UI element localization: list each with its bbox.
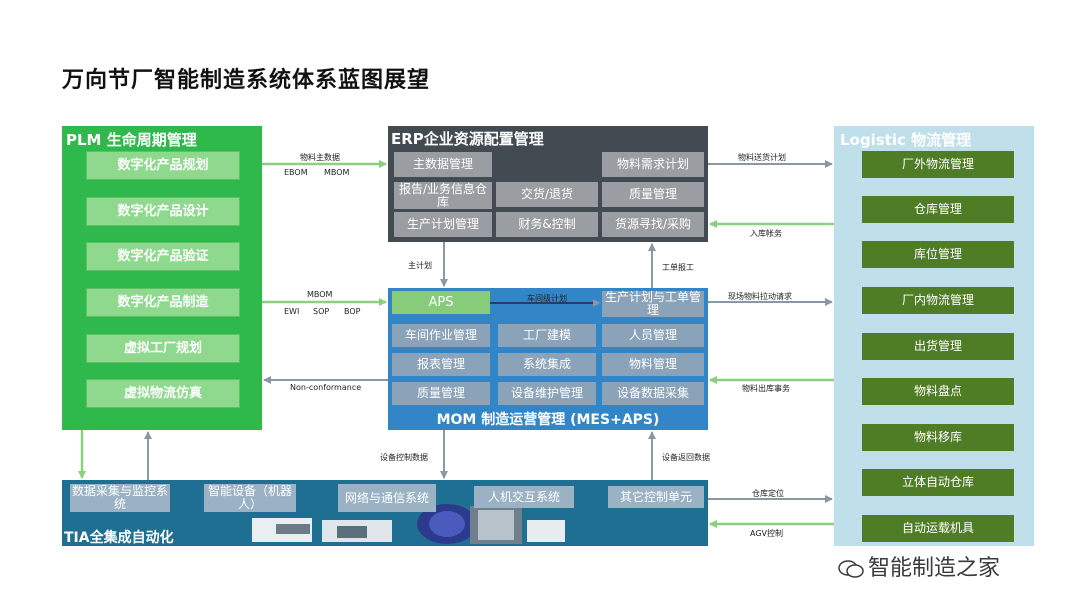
mom-title: MOM 制造运营管理 (MES+APS): [436, 412, 660, 428]
watermark-text: 智能制造之家: [868, 556, 1001, 581]
mom-cell[interactable]: 设备数据采集: [602, 382, 704, 405]
label-nonconformance: Non-conformance: [290, 383, 362, 392]
erp-panel: ERP企业资源配置管理 主数据管理 物料需求计划 报告/业务信息仓库 交货/退货…: [388, 126, 708, 242]
erp-cell[interactable]: 生产计划管理: [394, 212, 492, 237]
label-storage-location: 仓库定位: [752, 489, 784, 498]
tia-cell[interactable]: 网络与通信系统: [338, 484, 436, 512]
label-device-return: 设备返回数据: [662, 453, 710, 462]
plm-title: PLM 生命周期管理: [66, 131, 197, 149]
logistic-item[interactable]: 立体自动仓库: [862, 469, 1014, 496]
logistic-item[interactable]: 厂外物流管理: [862, 151, 1014, 178]
plm-item[interactable]: 虚拟工厂规划: [86, 334, 240, 363]
logistic-panel: Logistic 物流管理 厂外物流管理 仓库管理 库位管理 厂内物流管理 出货…: [834, 126, 1034, 546]
label-delivery-plan: 物料送货计划: [738, 153, 786, 162]
watermark: 智能制造之家: [838, 550, 1000, 582]
erp-title: ERP企业资源配置管理: [391, 130, 544, 148]
tia-cell[interactable]: 其它控制单元: [608, 486, 704, 508]
label-mbom-2: MBOM: [307, 290, 333, 299]
mom-plan-cell[interactable]: 生产计划与工单管理: [602, 291, 704, 317]
logistic-item[interactable]: 出货管理: [862, 333, 1014, 360]
tia-cell[interactable]: 人机交互系统: [474, 486, 574, 508]
plm-panel: PLM 生命周期管理 数字化产品规划 数字化产品设计 数字化产品验证 数字化产品…: [62, 126, 262, 430]
logistic-item[interactable]: 物料移库: [862, 424, 1014, 451]
erp-cell[interactable]: 财务&控制: [496, 212, 598, 237]
plm-item[interactable]: 数字化产品设计: [86, 197, 240, 226]
mom-cell[interactable]: 人员管理: [602, 324, 704, 347]
aps-cell[interactable]: APS: [392, 291, 490, 314]
label-issue-transaction: 物料出库事务: [742, 384, 790, 393]
erp-cell[interactable]: 交货/退货: [496, 182, 598, 207]
plm-item[interactable]: 数字化产品验证: [86, 242, 240, 271]
label-material-master: 物料主数据: [300, 153, 340, 162]
mom-cell[interactable]: 工厂建模: [498, 324, 596, 347]
mom-cell[interactable]: 系统集成: [498, 353, 596, 376]
label-bop: BOP: [344, 307, 361, 316]
tia-cell[interactable]: 数据采集与监控系统: [70, 484, 170, 512]
label-work-report: 工单报工: [662, 263, 694, 272]
label-ebom: EBOM: [284, 168, 308, 177]
tia-cell[interactable]: 智能设备（机器人）: [204, 484, 296, 512]
label-pull-request: 现场物料拉动请求: [728, 292, 792, 301]
label-main-plan: 主计划: [408, 261, 432, 270]
erp-cell[interactable]: 货源寻找/采购: [602, 212, 704, 237]
mom-cell[interactable]: 报表管理: [392, 353, 490, 376]
equipment-illustration: [252, 504, 565, 544]
erp-cell[interactable]: 物料需求计划: [602, 152, 704, 177]
erp-cell[interactable]: 报告/业务信息仓库: [394, 182, 492, 209]
logistic-item[interactable]: 库位管理: [862, 241, 1014, 268]
plm-item[interactable]: 数字化产品制造: [86, 288, 240, 317]
mom-cell[interactable]: 物料管理: [602, 353, 704, 376]
label-shop-plan: 车间级计划: [527, 294, 567, 303]
mom-cell[interactable]: 车间作业管理: [392, 324, 490, 347]
logistic-item[interactable]: 仓库管理: [862, 196, 1014, 223]
plm-item[interactable]: 数字化产品规划: [86, 151, 240, 180]
label-agv-control: AGV控制: [750, 529, 784, 538]
logistic-item[interactable]: 自动运载机具: [862, 515, 1014, 542]
label-device-control: 设备控制数据: [380, 453, 428, 462]
tia-title: TIA全集成自动化: [64, 530, 174, 546]
label-ewi: EWI: [284, 307, 300, 316]
label-mbom: MBOM: [324, 168, 350, 177]
logistic-item[interactable]: 厂内物流管理: [862, 287, 1014, 314]
wechat-icon: [838, 559, 864, 579]
erp-cell[interactable]: 主数据管理: [394, 152, 492, 177]
label-inbound-accounts: 入库帐务: [750, 229, 782, 238]
tia-panel: 数据采集与监控系统 智能设备（机器人） 网络与通信系统 人机交互系统 其它控制单…: [62, 480, 708, 546]
logistic-item[interactable]: 物料盘点: [862, 378, 1014, 405]
page-title: 万向节厂智能制造系统体系蓝图展望: [62, 68, 431, 93]
plm-item[interactable]: 虚拟物流仿真: [86, 379, 240, 408]
mom-panel: APS 生产计划与工单管理 车间作业管理 工厂建模 人员管理 报表管理 系统集成…: [388, 288, 708, 430]
erp-cell[interactable]: 质量管理: [602, 182, 704, 207]
logistic-title: Logistic 物流管理: [840, 131, 972, 149]
mom-cell[interactable]: 设备维护管理: [498, 382, 596, 405]
label-sop: SOP: [313, 307, 330, 316]
mom-cell[interactable]: 质量管理: [392, 382, 490, 405]
